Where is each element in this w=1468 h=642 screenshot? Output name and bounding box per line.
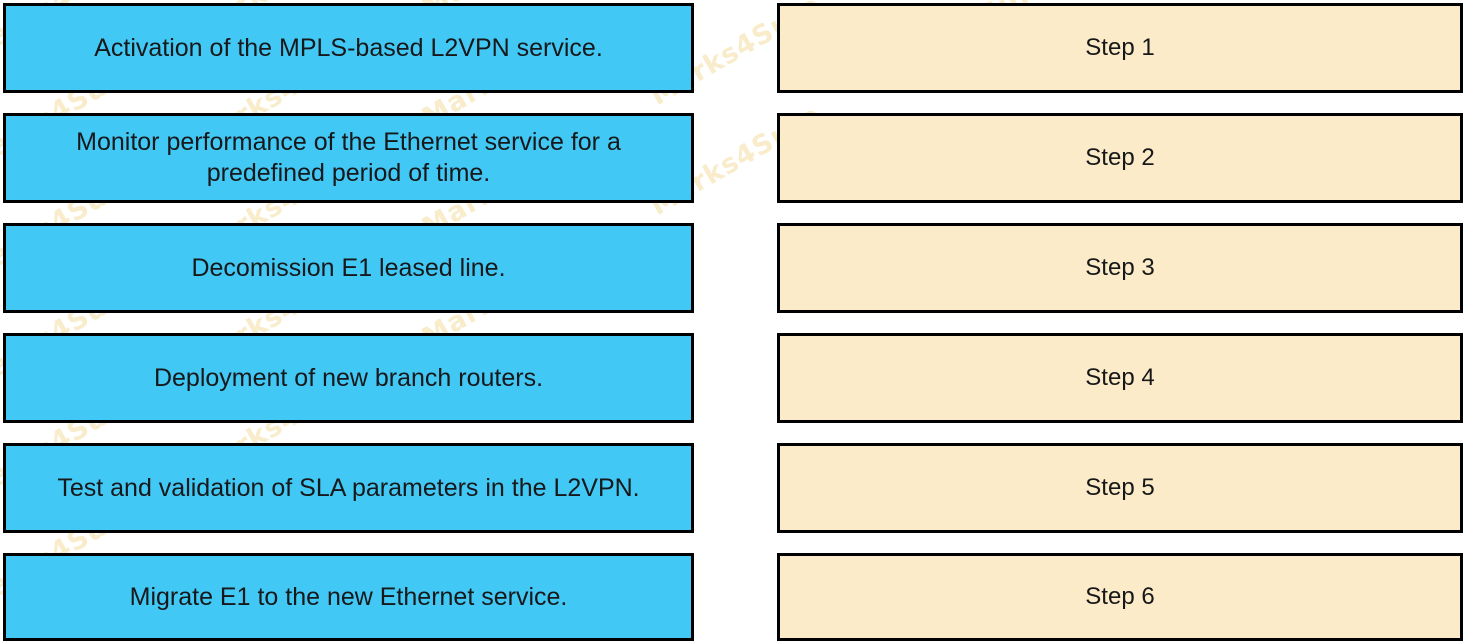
target-slot-label: Step 6 bbox=[1085, 583, 1155, 611]
target-slot-label: Step 1 bbox=[1085, 34, 1155, 62]
source-item-4[interactable]: Deployment of new branch routers. bbox=[3, 333, 694, 423]
source-item-1[interactable]: Activation of the MPLS-based L2VPN servi… bbox=[3, 3, 694, 93]
target-slot-label: Step 2 bbox=[1085, 144, 1155, 172]
source-item-label: Decomission E1 leased line. bbox=[191, 253, 506, 282]
source-item-label: Deployment of new branch routers. bbox=[153, 363, 544, 392]
target-slot-step-6[interactable]: Step 6 bbox=[777, 553, 1463, 641]
target-slot-step-4[interactable]: Step 4 bbox=[777, 333, 1463, 423]
target-slot-step-3[interactable]: Step 3 bbox=[777, 223, 1463, 313]
source-item-label: Migrate E1 to the new Ethernet service. bbox=[129, 582, 568, 611]
source-item-label: Monitor performance of the Ethernet serv… bbox=[76, 128, 621, 187]
source-item-3[interactable]: Decomission E1 leased line. bbox=[3, 223, 694, 313]
target-slot-label: Step 4 bbox=[1085, 364, 1155, 392]
target-slot-step-2[interactable]: Step 2 bbox=[777, 113, 1463, 203]
source-item-label: Activation of the MPLS-based L2VPN servi… bbox=[94, 33, 603, 62]
source-item-label: Test and validation of SLA parameters in… bbox=[57, 473, 640, 502]
target-slot-step-5[interactable]: Step 5 bbox=[777, 443, 1463, 533]
target-slot-label: Step 5 bbox=[1085, 474, 1155, 502]
target-slot-label: Step 3 bbox=[1085, 254, 1155, 282]
source-item-5[interactable]: Test and validation of SLA parameters in… bbox=[3, 443, 694, 533]
source-item-6[interactable]: Migrate E1 to the new Ethernet service. bbox=[3, 553, 694, 641]
source-item-2[interactable]: Monitor performance of the Ethernet serv… bbox=[3, 113, 694, 203]
target-slot-step-1[interactable]: Step 1 bbox=[777, 3, 1463, 93]
